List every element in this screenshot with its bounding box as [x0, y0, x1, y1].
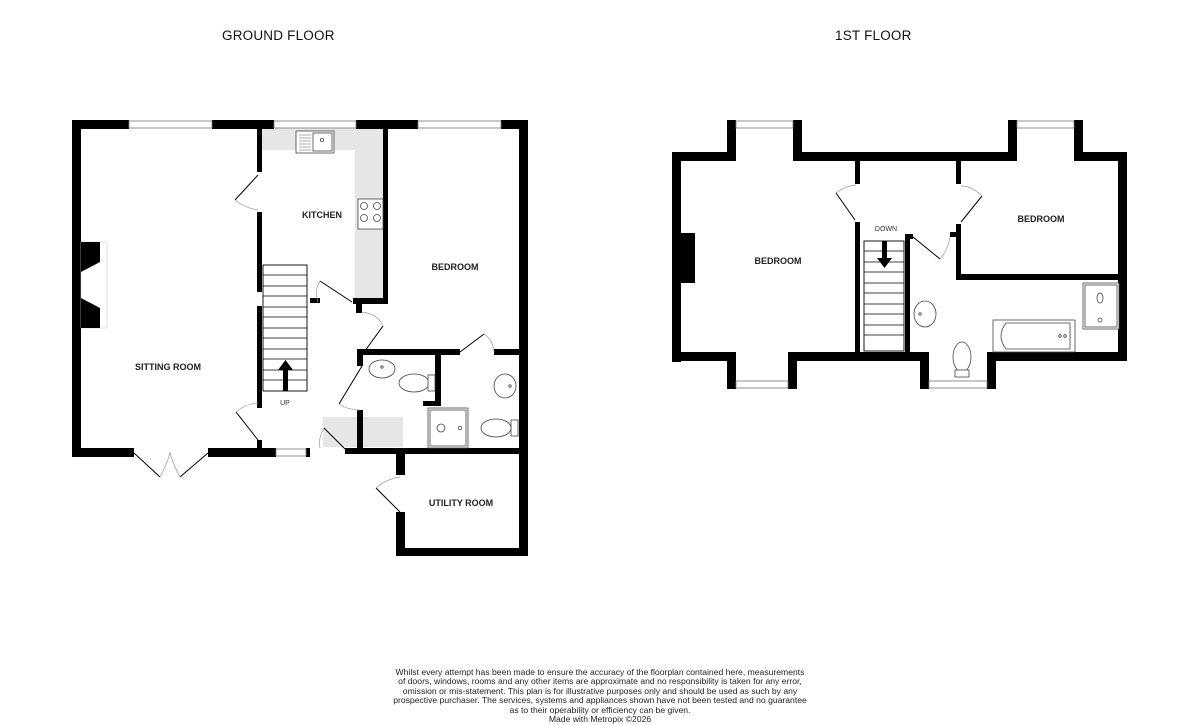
- toilet-icon: [398, 373, 436, 393]
- shower-tray-icon: [1082, 282, 1120, 330]
- disclaimer-line: as to their operability or efficiency ca…: [509, 704, 691, 715]
- disclaimer-line: omission or mis-statement. This plan is …: [402, 685, 798, 696]
- first-floor-staircase: [863, 240, 905, 352]
- room-label-bedroom: BEDROOM: [432, 262, 479, 272]
- basin-icon: [493, 373, 517, 399]
- bath-icon: [992, 319, 1076, 353]
- first-floor-title: 1ST FLOOR: [835, 28, 912, 43]
- arrow-up-icon: [278, 360, 293, 391]
- first-floor-windows: [735, 120, 1075, 389]
- fireplace-icon: [80, 241, 108, 329]
- room-label-bedroom: BEDROOM: [1018, 214, 1065, 224]
- disclaimer-text: Whilst every attempt has been made to en…: [380, 667, 820, 725]
- shower-tray-icon: [427, 407, 469, 449]
- ground-floor-plan: SITTING ROOM KITCHEN BEDROOM UTILITY ROO…: [72, 120, 528, 556]
- basin-icon: [913, 300, 937, 328]
- room-label-utility-room: UTILITY ROOM: [429, 498, 493, 508]
- ground-floor-staircase: [262, 264, 308, 392]
- disclaimer-line: prospective purchaser. The services, sys…: [393, 695, 807, 706]
- basin-icon: [368, 359, 396, 379]
- first-floor-doors: [835, 184, 983, 260]
- stairs-up-label: UP: [280, 400, 290, 407]
- toilet-icon: [480, 418, 519, 438]
- toilet-icon: [952, 341, 972, 378]
- kitchen-sink-icon: [295, 130, 335, 154]
- hob-icon: [357, 198, 384, 230]
- ground-floor-doors: [133, 174, 495, 513]
- disclaimer-line: of doors, windows, rooms and any other i…: [398, 676, 802, 687]
- first-floor-plan: BEDROOM BEDROOM DOWN: [672, 120, 1127, 389]
- room-label-sitting-room: SITTING ROOM: [135, 362, 201, 372]
- first-floor-walls: [672, 120, 1127, 389]
- stairs-down-label: DOWN: [875, 226, 897, 233]
- disclaimer-line: Whilst every attempt has been made to en…: [395, 667, 805, 677]
- credit-line: Made with Metropix ©2026: [548, 714, 652, 725]
- arrow-down-icon: [877, 241, 892, 268]
- ground-floor-walls: [72, 120, 528, 556]
- ground-floor-windows: [128, 120, 502, 457]
- room-label-kitchen: KITCHEN: [302, 210, 342, 220]
- room-label-bedroom: BEDROOM: [755, 256, 802, 266]
- ground-floor-title: GROUND FLOOR: [222, 28, 335, 43]
